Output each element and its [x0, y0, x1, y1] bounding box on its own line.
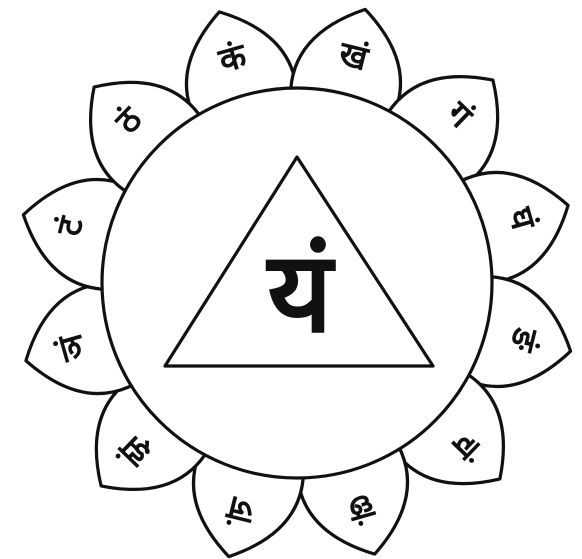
- seed-syllable: यं: [266, 228, 337, 358]
